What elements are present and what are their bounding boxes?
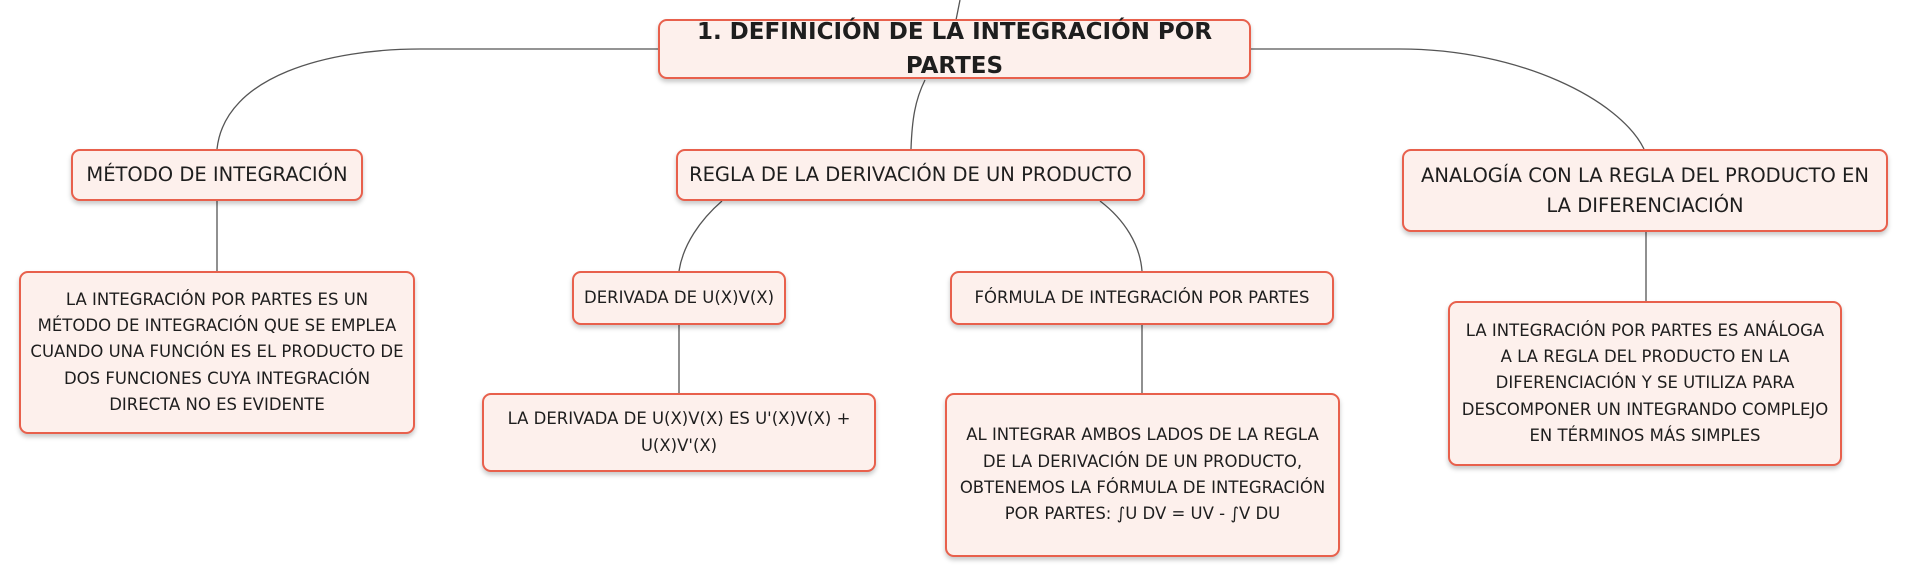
connector-root-analogia [1250, 48, 1645, 150]
topic-regla-derivacion-producto[interactable]: REGLA DE LA DERIVACIÓN DE UN PRODUCTO [676, 149, 1145, 201]
note-analogia-regla-producto[interactable]: LA INTEGRACIÓN POR PARTES ES ANÁLOGA A L… [1448, 301, 1842, 466]
topic-analogia-regla-producto[interactable]: ANALOGÍA CON LA REGLA DEL PRODUCTO EN LA… [1402, 149, 1888, 232]
connector-incoming [955, 0, 961, 21]
note-formula-integracion[interactable]: AL INTEGRAR AMBOS LADOS DE LA REGLA DE L… [945, 393, 1340, 557]
topic-derivada-uv[interactable]: DERIVADA DE U(X)V(X) [572, 271, 786, 325]
connector-root-regla [910, 79, 926, 150]
topic-formula-integracion-partes[interactable]: FÓRMULA DE INTEGRACIÓN POR PARTES [950, 271, 1334, 325]
note-derivada-uv[interactable]: LA DERIVADA DE U(X)V(X) ES U'(X)V(X) + U… [482, 393, 876, 472]
topic-metodo-integracion[interactable]: MÉTODO DE INTEGRACIÓN [71, 149, 363, 201]
note-metodo-integracion[interactable]: LA INTEGRACIÓN POR PARTES ES UN MÉTODO D… [19, 271, 415, 434]
connector-regla-formula [1099, 200, 1143, 272]
connector-root-metodo [216, 48, 661, 150]
root-topic[interactable]: 1. DEFINICIÓN DE LA INTEGRACIÓN POR PART… [658, 19, 1251, 79]
connector-regla-derivada [678, 200, 723, 272]
